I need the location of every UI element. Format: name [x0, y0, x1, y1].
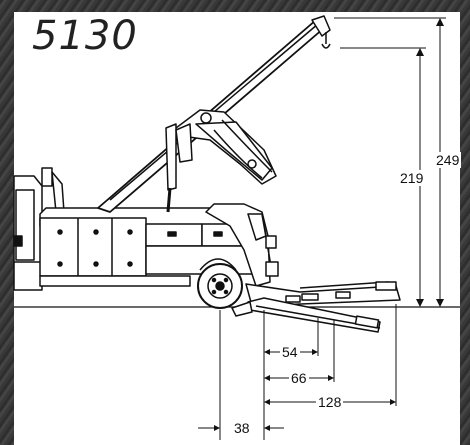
exhaust-stack — [41, 167, 65, 213]
underlift-reach-66-label: 66 — [289, 370, 309, 386]
main-boom — [97, 15, 331, 213]
lift-cylinders — [165, 123, 193, 213]
underlift-lower — [231, 297, 381, 333]
truck-cab — [13, 175, 43, 291]
underlift-reach-54-label: 54 — [280, 344, 300, 360]
truck-body — [39, 207, 253, 287]
max-boom-height-label: 249 — [434, 152, 462, 168]
underlift-reach-128-label: 128 — [316, 394, 344, 410]
axle-to-underlift-38-label: 38 — [232, 420, 252, 436]
boom-mast — [205, 203, 279, 287]
underlift-upper — [245, 281, 401, 307]
boom-height-label: 219 — [398, 170, 426, 186]
rear-wheel — [197, 263, 243, 309]
model-number: 5130 — [32, 13, 138, 59]
